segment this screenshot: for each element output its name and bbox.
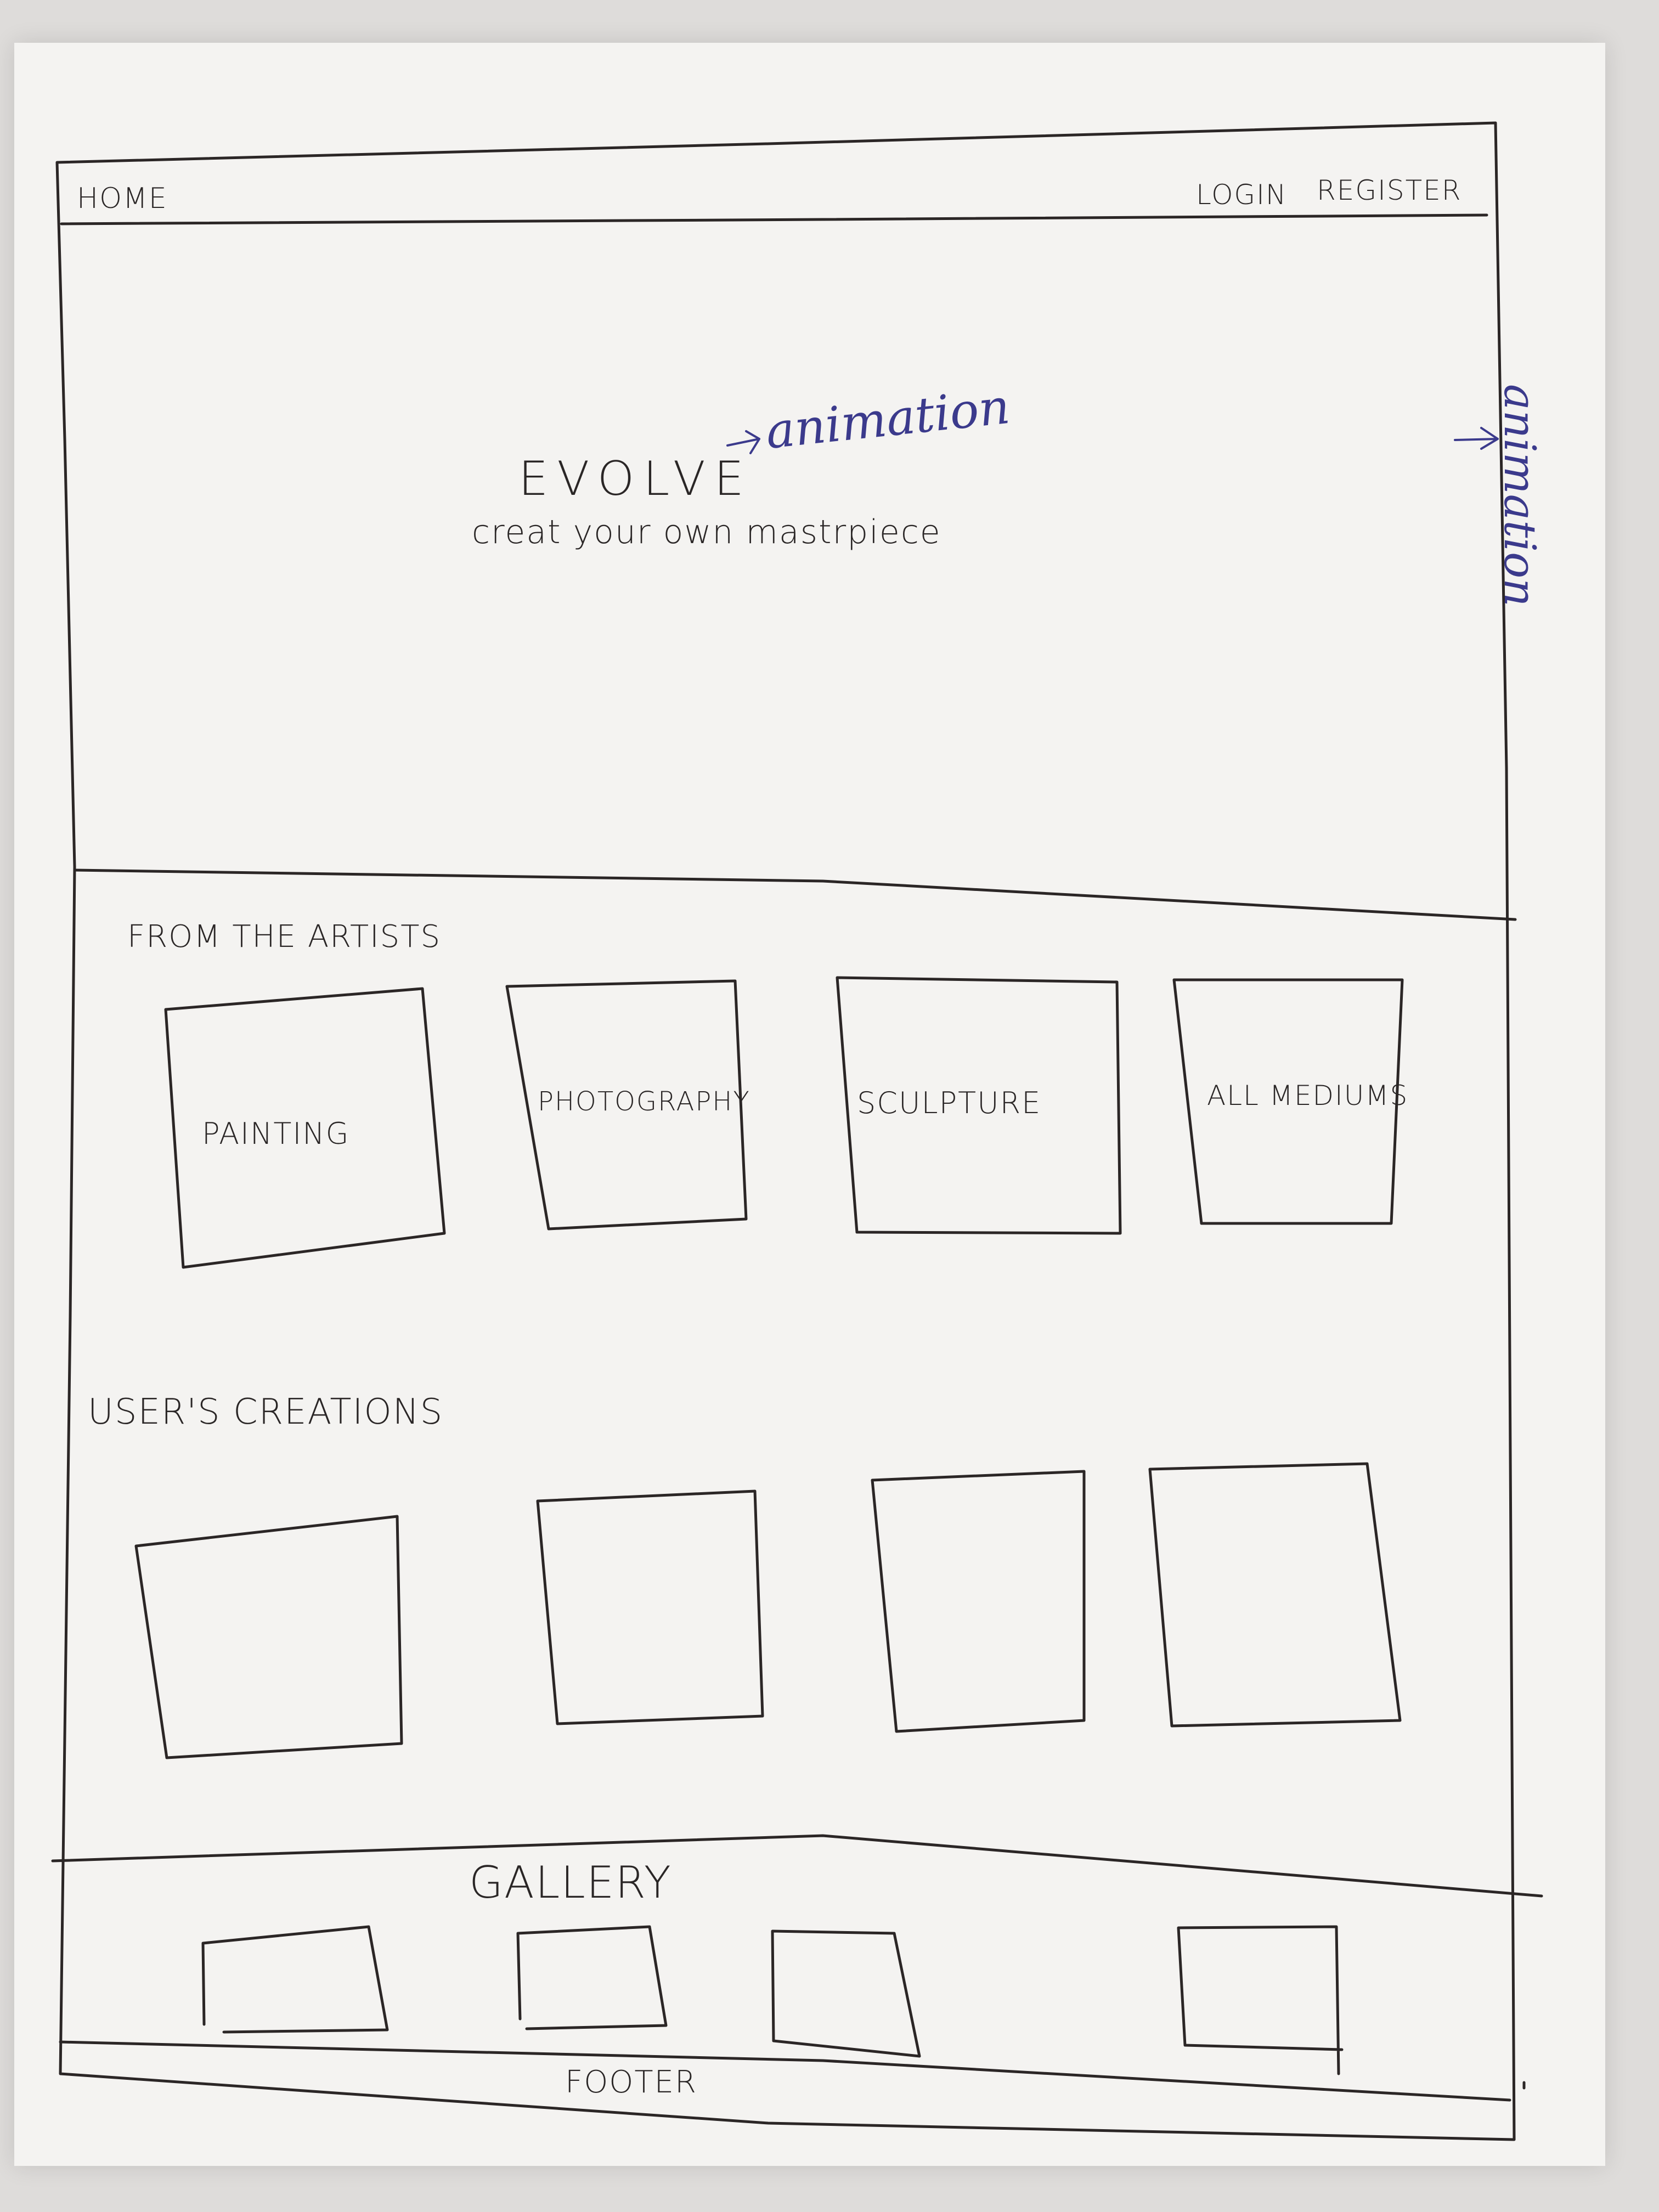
category-all-mediums-label[interactable]: ALL MEDIUMS bbox=[1207, 1080, 1409, 1111]
all-mediums-card[interactable] bbox=[1174, 980, 1402, 1223]
category-photography-label[interactable]: PHOTOGRAPHY bbox=[538, 1086, 751, 1117]
side-animation-note: animation bbox=[1494, 384, 1545, 607]
hero-divider bbox=[73, 868, 1517, 921]
creation-card[interactable] bbox=[1150, 1464, 1400, 1726]
gallery-thumbnail[interactable] bbox=[518, 1927, 666, 2029]
gallery-tile-3 bbox=[771, 1929, 921, 2058]
gallery-tile-1 bbox=[201, 1925, 389, 2034]
creation-tile-2 bbox=[536, 1489, 764, 1725]
creation-card[interactable] bbox=[136, 1516, 402, 1758]
hero-arrow bbox=[726, 430, 760, 454]
creation-card[interactable] bbox=[872, 1471, 1084, 1731]
category-painting-label[interactable]: PAINTING bbox=[202, 1116, 350, 1151]
gallery-thumbnail[interactable] bbox=[1178, 1927, 1342, 2074]
creation-card[interactable] bbox=[538, 1491, 763, 1724]
paper-sheet bbox=[14, 43, 1605, 2166]
nav-divider bbox=[60, 213, 1488, 225]
nav-login-link[interactable]: LOGIN bbox=[1196, 179, 1288, 211]
user-creations-heading: USER'S CREATIONS bbox=[88, 1392, 444, 1432]
category-sculpture-label[interactable]: SCULPTURE bbox=[857, 1086, 1042, 1120]
tile-all-mediums bbox=[1172, 978, 1404, 1225]
side-arrow bbox=[1454, 427, 1499, 450]
tile-painting bbox=[164, 987, 446, 1269]
outer-frame bbox=[55, 121, 1516, 2141]
creation-tile-3 bbox=[871, 1470, 1086, 1733]
sculpture-card[interactable] bbox=[837, 978, 1120, 1233]
creation-tile-4 bbox=[1148, 1462, 1402, 1728]
tile-sculpture bbox=[836, 976, 1122, 1235]
gallery-tile-4 bbox=[1177, 1925, 1344, 2075]
gallery-thumbnail[interactable] bbox=[772, 1931, 919, 2056]
footer-divider bbox=[59, 2040, 1511, 2102]
footer-label: FOOTER bbox=[565, 2064, 697, 2100]
gallery-tile-2 bbox=[516, 1925, 668, 2030]
nav-register-link[interactable]: REGISTER bbox=[1317, 174, 1462, 206]
painting-card[interactable] bbox=[166, 988, 444, 1267]
from-artists-heading: FROM THE ARTISTS bbox=[127, 919, 441, 955]
gallery-heading: GALLERY bbox=[469, 1857, 672, 1908]
creation-tile-1 bbox=[134, 1515, 403, 1759]
hero-title: EVOLVE bbox=[518, 452, 753, 506]
gallery-divider bbox=[51, 1834, 1543, 1898]
tile-photography bbox=[505, 979, 748, 1231]
nav-home-link[interactable]: HOME bbox=[77, 182, 168, 215]
gallery-thumbnail[interactable] bbox=[203, 1927, 387, 2032]
hero-subtitle: creat your own mastrpiece bbox=[472, 513, 941, 551]
photography-card[interactable] bbox=[507, 981, 746, 1229]
